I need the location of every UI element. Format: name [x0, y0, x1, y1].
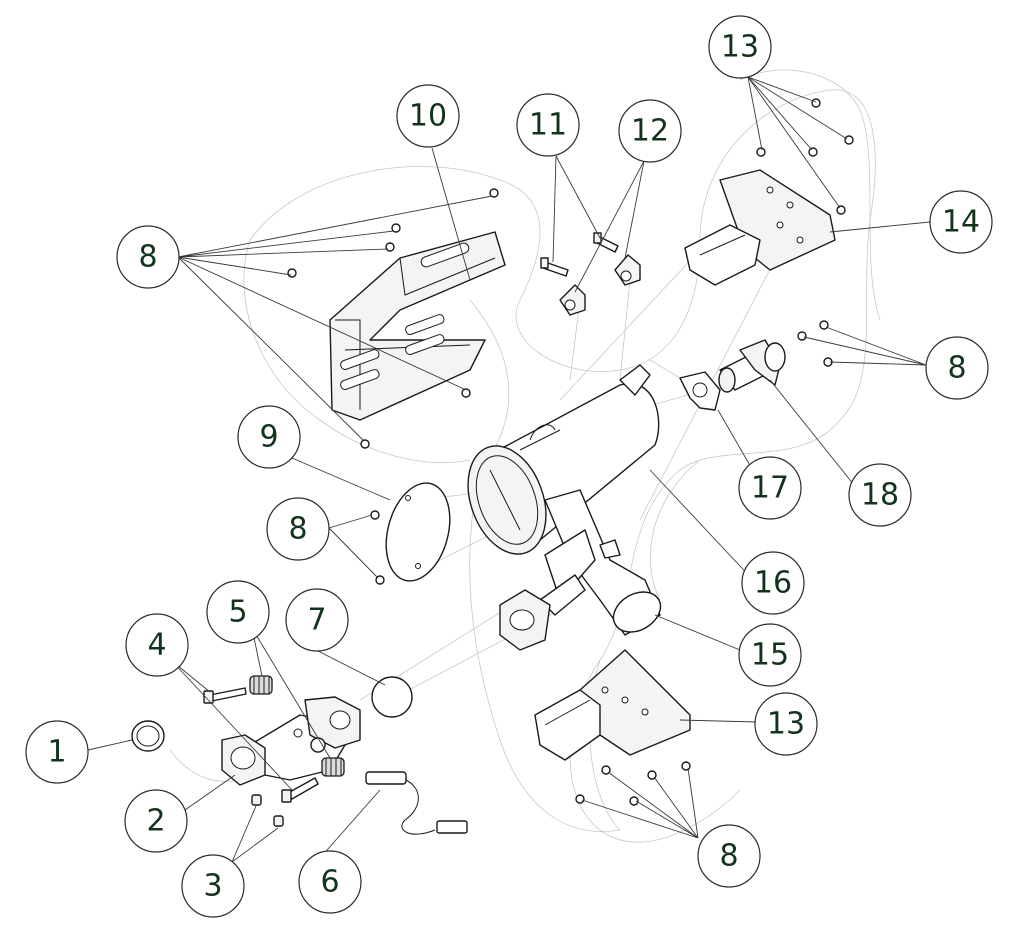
- callout-8-right: 8: [925, 336, 989, 400]
- fasteners: [287, 98, 854, 806]
- callout-3: 3: [181, 854, 245, 918]
- callout-18: 18: [848, 463, 912, 527]
- flange-nuts: [251, 794, 284, 827]
- callout-label-4: 4: [147, 628, 166, 663]
- callout-8-bottom: 8: [697, 824, 761, 888]
- callout-label-8-bottom: 8: [719, 839, 738, 874]
- callout-11: 11: [516, 93, 580, 157]
- callout-10: 10: [396, 84, 460, 148]
- muffler-body: [467, 364, 660, 555]
- callout-label-7: 7: [307, 603, 326, 638]
- callout-13-bottom: 13: [754, 692, 818, 756]
- spherical-seal: [371, 676, 413, 718]
- callout-label-14: 14: [942, 205, 980, 240]
- callout-label-15: 15: [751, 638, 789, 673]
- callout-label-12: 12: [631, 114, 669, 149]
- inlet-pipe: [718, 339, 786, 393]
- callout-13-top: 13: [708, 15, 772, 79]
- callout-5: 5: [206, 580, 270, 644]
- callout-label-5: 5: [228, 595, 247, 630]
- oxygen-sensor: [365, 771, 468, 835]
- callout-label-2: 2: [146, 804, 165, 839]
- callout-9: 9: [237, 405, 301, 469]
- springs: [249, 675, 345, 777]
- end-cap-plate: [385, 482, 451, 582]
- callout-8-middle-left: 8: [266, 497, 330, 561]
- callout-label-1: 1: [47, 735, 66, 770]
- callout-label-18: 18: [861, 478, 899, 513]
- callout-14: 14: [929, 190, 993, 254]
- callout-12: 12: [618, 99, 682, 163]
- mount-bolts: [540, 232, 619, 277]
- callout-label-17: 17: [751, 471, 789, 506]
- callout-label-9: 9: [259, 420, 278, 455]
- y-pipe-outlet: [499, 489, 662, 651]
- header-pipe: [221, 696, 361, 786]
- callout-4: 4: [125, 613, 189, 677]
- callout-label-8-right: 8: [947, 351, 966, 386]
- callout-label-13-bottom: 13: [767, 707, 805, 742]
- callout-label-6: 6: [320, 865, 339, 900]
- callout-15: 15: [738, 623, 802, 687]
- heat-shield-upper: [329, 231, 506, 421]
- callout-2: 2: [124, 789, 188, 853]
- callout-label-8-middle-left: 8: [288, 512, 307, 547]
- callout-label-11: 11: [529, 108, 567, 143]
- callout-6: 6: [298, 850, 362, 914]
- mounting-bracket-lower: [534, 649, 691, 761]
- mounting-bracket-upper: [684, 169, 836, 286]
- flange-bolts: [203, 687, 319, 803]
- callout-label-16: 16: [754, 566, 792, 601]
- callout-label-8-upper-left: 8: [138, 240, 157, 275]
- rubber-mount-clamps: [559, 254, 641, 316]
- ring-gasket: [131, 720, 165, 752]
- callout-label-3: 3: [203, 869, 222, 904]
- callout-16: 16: [741, 551, 805, 615]
- callout-1: 1: [25, 720, 89, 784]
- callout-17: 17: [738, 456, 802, 520]
- callout-label-10: 10: [409, 99, 447, 134]
- callout-8-upper-left: 8: [116, 225, 180, 289]
- flange-gasket: [679, 371, 721, 411]
- callout-7: 7: [285, 588, 349, 652]
- callout-label-13-top: 13: [721, 30, 759, 65]
